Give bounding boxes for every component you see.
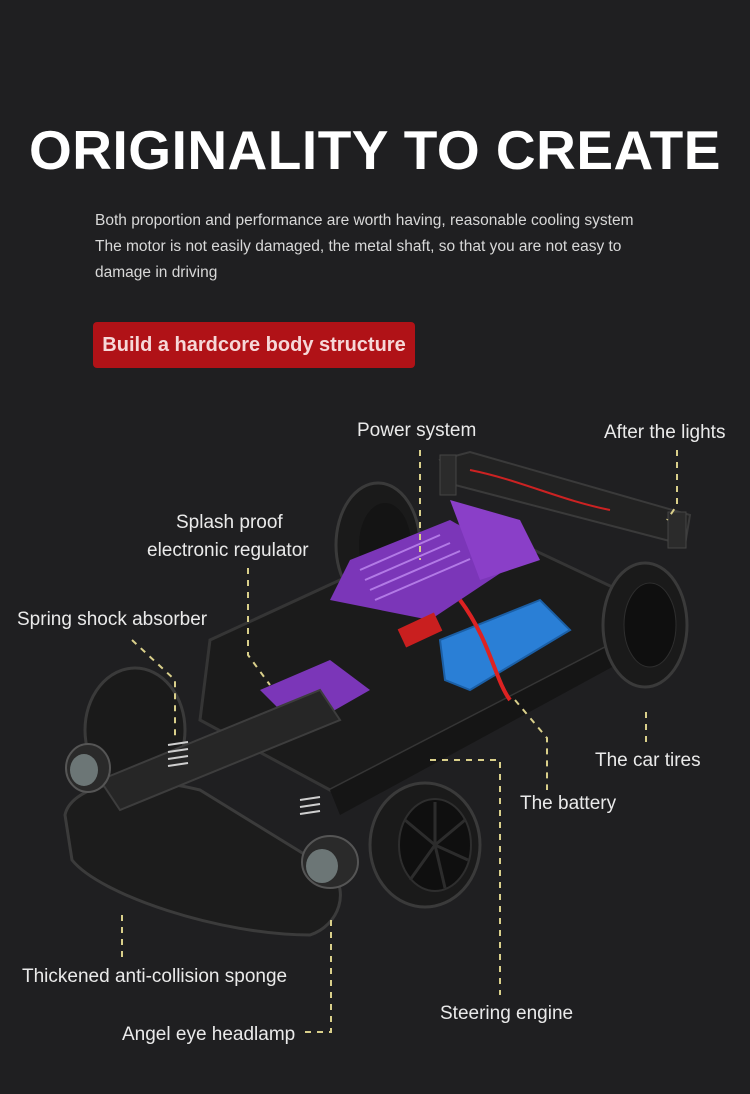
leader-battery — [514, 699, 548, 790]
leader-headlamp — [305, 920, 332, 1033]
callout-power-system: Power system — [357, 420, 477, 441]
description: Both proportion and performance are wort… — [95, 208, 634, 286]
callout-sponge: Thickened anti-collision sponge — [22, 966, 288, 987]
battery-icon — [397, 598, 572, 702]
bumper-sponge-icon — [63, 780, 342, 937]
leader-spring-shock — [131, 639, 176, 740]
angel-eye-headlamp-icon — [65, 743, 359, 889]
description-line-2: The motor is not easily damaged, the met… — [95, 238, 622, 255]
front-right-tire-icon — [368, 781, 482, 909]
leader-lines — [121, 450, 678, 1033]
rear-light-bar-icon — [438, 450, 692, 549]
callout-splash-proof-line1: Splash proof — [176, 512, 283, 533]
callout-splash-proof-line2: electronic regulator — [147, 540, 309, 561]
callout-headlamp: Angel eye headlamp — [122, 1024, 296, 1045]
description-line-1: Both proportion and performance are wort… — [95, 212, 634, 229]
front-bar-icon — [98, 688, 342, 812]
spring-shock-icon — [167, 741, 321, 815]
callout-after-lights: After the lights — [604, 422, 726, 443]
callout-steering: Steering engine — [440, 1003, 574, 1024]
motor-heatsink-icon — [330, 500, 540, 620]
rear-right-tire-icon — [601, 561, 689, 689]
page-title: ORIGINALITY TO CREATE — [29, 119, 721, 181]
section-badge: Build a hardcore body structure — [93, 322, 415, 368]
callout-spring-shock: Spring shock absorber — [17, 609, 208, 630]
callout-car-tires: The car tires — [595, 750, 701, 771]
leader-splash-proof — [247, 568, 271, 686]
callout-battery: The battery — [520, 793, 617, 814]
description-line-3: damage in driving — [95, 264, 218, 281]
